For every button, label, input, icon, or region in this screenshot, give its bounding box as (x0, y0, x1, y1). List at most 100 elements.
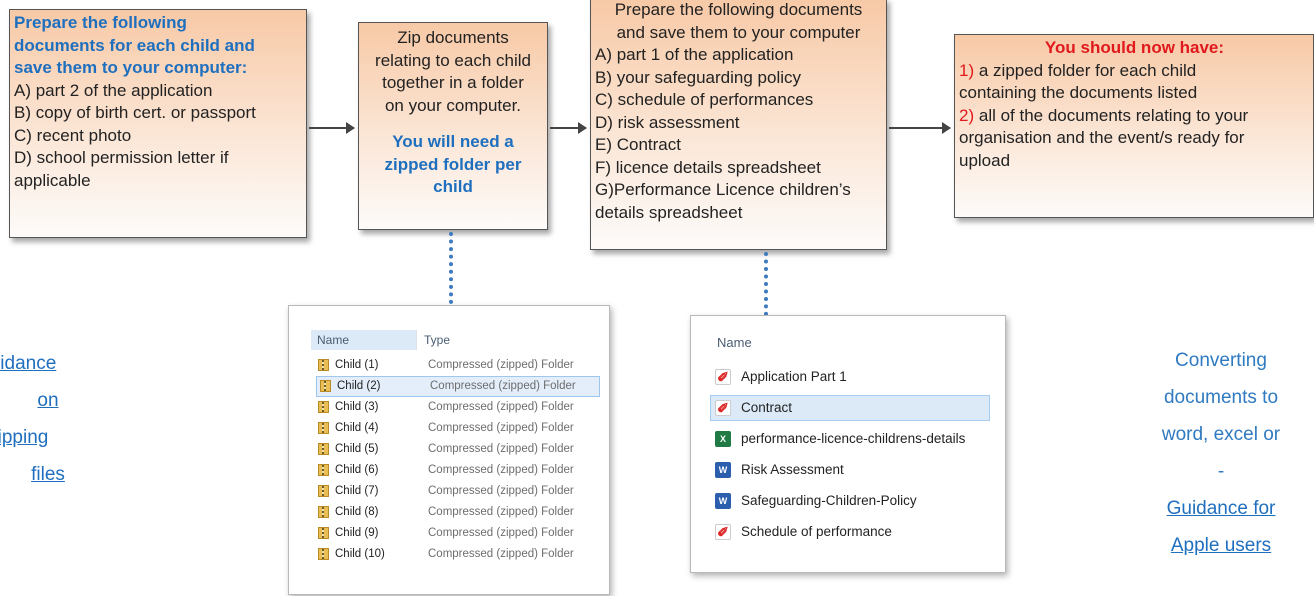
zip-folder-type: Compressed (zipped) Folder (428, 401, 574, 413)
zip-folder-type: Compressed (zipped) Folder (428, 506, 574, 518)
step-4-heading: You should now have: (1044, 38, 1225, 57)
step-1-item: C) recent photo (14, 125, 132, 145)
step-2-note: You will need a (392, 132, 514, 151)
zip-folder-row[interactable]: Child (2)Compressed (zipped) Folder (316, 376, 600, 397)
document-name: Safeguarding-Children-Policy (741, 493, 917, 508)
zip-folder-icon (320, 380, 331, 392)
zip-folder-icon (318, 527, 329, 539)
document-name: Schedule of performance (741, 524, 892, 539)
word-icon: W (715, 493, 731, 509)
zip-folder-row[interactable]: Child (6)Compressed (zipped) Folder (315, 461, 597, 480)
link-line[interactable]: uidance (0, 353, 57, 374)
step-4-item-1-text: a zipped folder for each child (978, 60, 1197, 80)
zip-folder-type: Compressed (zipped) Folder (428, 527, 574, 539)
step-2-line: together in a folder (382, 73, 524, 92)
zipping-guidance-link[interactable]: uidance on ipping files (0, 345, 96, 493)
step-3-item: F) licence details spreadsheet (595, 157, 821, 177)
step-3-item: G)Performance Licence children’s (595, 180, 851, 199)
zip-folder-row[interactable]: Child (5) Compressed (zipped) Folder (315, 440, 597, 459)
zip-folder-row[interactable]: Child (1) Compressed (zipped) Folder (315, 356, 597, 375)
zip-folder-row[interactable]: Child (10)Compressed (zipped) Folder (315, 545, 597, 564)
step-3-item: A) part 1 of the application (595, 45, 794, 64)
link-line[interactable]: files (31, 464, 65, 485)
zip-folder-name: Child (3) (335, 401, 379, 413)
zip-folder-name: Child (5) (335, 443, 379, 455)
zip-folder-icon (318, 422, 329, 434)
note-line: word, excel or (1161, 424, 1281, 445)
step-4-item-2: 2) all of the documents relating to your (959, 105, 1310, 128)
zip-folder-explorer: Name Type Child (1) Compressed (zipped) F… (288, 305, 610, 595)
zip-folder-name: Child (9) (335, 527, 379, 539)
zip-folder-type: Compressed (zipped) Folder (428, 443, 574, 455)
zip-folder-icon (318, 548, 329, 560)
pdf-icon: ✐ (715, 524, 731, 540)
step-2-line: Zip documents (397, 28, 509, 47)
step-3-item: C) schedule of performances (595, 90, 814, 109)
zip-folder-row[interactable]: Child (8) Compressed (zipped) Folder (315, 503, 597, 522)
step-2-box: Zip documents relating to each child tog… (358, 22, 548, 230)
document-name: performance-licence-childrens-details (741, 431, 966, 446)
apple-guidance-link[interactable]: Guidance for (1166, 498, 1276, 519)
zip-folder-name: Child (1) (335, 359, 379, 371)
pdf-icon: ✐ (715, 400, 731, 416)
dotted-connector-zip (449, 232, 453, 304)
note-line: Converting (1175, 350, 1267, 371)
zip-folder-icon (318, 443, 329, 455)
step-2-note: child (433, 177, 473, 196)
zip-folder-row[interactable]: Child (4)Compressed (zipped) Folder (315, 419, 597, 438)
column-header-name[interactable]: Name (311, 330, 417, 350)
note-prefix: - (1217, 461, 1225, 482)
document-row[interactable]: ✐ Schedule of performance (711, 520, 989, 544)
document-name: Application Part 1 (741, 369, 847, 384)
zip-folder-icon (318, 485, 329, 497)
step-3-title: Prepare the following documents (614, 0, 863, 19)
document-row[interactable]: ✐ Contract (710, 395, 990, 421)
zip-folder-icon (318, 464, 329, 476)
zip-folder-type: Compressed (zipped) Folder (428, 464, 574, 476)
zip-folder-icon (318, 359, 329, 371)
zip-folder-row[interactable]: Child (7)Compressed (zipped) Folder (315, 482, 597, 501)
zip-folder-type: Compressed (zipped) Folder (428, 548, 574, 560)
step-1-item: B) copy of birth cert. or passport (14, 103, 256, 122)
apple-guidance-link[interactable]: Apple users (1170, 535, 1272, 556)
note-line: documents to (1163, 387, 1279, 408)
step-4-item-2-cont: upload (959, 150, 1011, 170)
link-line[interactable]: ipping (0, 427, 49, 448)
step-3-box: Prepare the following documents and save… (590, 0, 887, 250)
step-4-item-2-text: all of the documents relating to your (978, 105, 1249, 125)
zip-folder-icon (318, 401, 329, 413)
step-1-item: A) part 2 of the application (14, 80, 213, 100)
zip-folder-type: Compressed (zipped) Folder (428, 359, 574, 371)
document-row[interactable]: ✐Application Part 1 (711, 365, 989, 389)
column-header-type[interactable]: Type (424, 333, 451, 347)
arrow-3-to-4 (889, 122, 951, 134)
arrow-2-to-3 (550, 122, 587, 134)
step-3-title: and save them to your computer (616, 22, 861, 42)
step-4-item-2-number: 2) (959, 105, 975, 125)
link-line[interactable]: on (37, 390, 59, 411)
step-3-item: details spreadsheet (595, 202, 743, 222)
column-header-name[interactable]: Name (717, 335, 752, 350)
zip-folder-icon (318, 506, 329, 518)
zip-folder-name: Child (8) (335, 506, 379, 518)
step-2-note: zipped folder per (384, 154, 522, 174)
note-line-5: Apple users (1128, 527, 1314, 564)
document-name: Contract (741, 400, 793, 415)
step-2-line: relating to each child (375, 50, 531, 70)
zip-folder-row[interactable]: Child (3) Compressed (zipped) Folder (315, 398, 597, 417)
step-2-line: on your computer. (384, 95, 522, 115)
step-4-item-2-cont: organisation and the event/s ready for (959, 128, 1245, 147)
step-1-heading-line: save them to your computer: (14, 58, 248, 77)
step-1-item: D) school permission letter if (14, 148, 229, 167)
document-row[interactable]: W Safeguarding-Children-Policy (711, 489, 989, 513)
step-1-item: applicable (14, 170, 91, 190)
step-4-item-1-number: 1) (959, 60, 975, 80)
word-icon: W (715, 462, 731, 478)
zip-folder-type: Compressed (zipped) Folder (428, 422, 574, 434)
excel-icon: X (715, 431, 731, 447)
zip-folder-row[interactable]: Child (9) Compressed (zipped) Folder (315, 524, 597, 543)
step-3-item: D) risk assessment (595, 112, 740, 132)
